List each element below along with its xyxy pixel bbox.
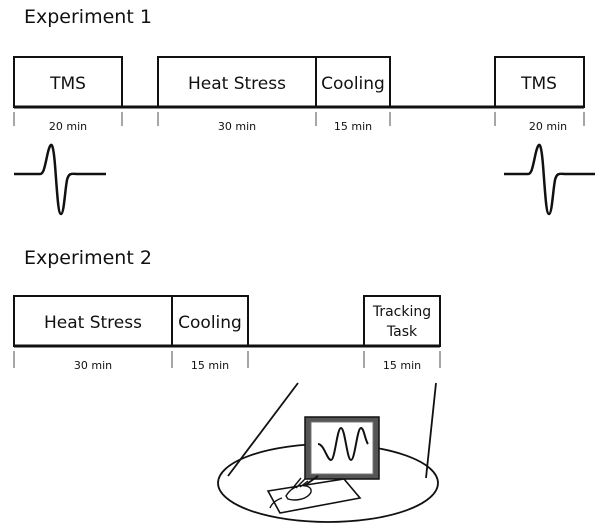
exp1-block-heat-stress-label: Heat Stress — [188, 74, 286, 94]
exp1-duration-tms-2: 20 min — [529, 120, 567, 133]
exp2-block-tracking-task: Tracking Task — [363, 295, 441, 347]
exp2-block-tracking-task-label-line2: Task — [386, 324, 418, 340]
experiment-2-title: Experiment 2 — [24, 247, 152, 269]
exp2-block-cooling: Cooling — [171, 295, 249, 347]
exp2-block-heat-stress: Heat Stress — [13, 295, 173, 347]
exp2-block-cooling-label: Cooling — [178, 313, 242, 333]
exp1-block-heat-stress: Heat Stress — [157, 56, 317, 108]
mep-waveform-icon-right — [504, 143, 595, 216]
exp1-block-tms-1: TMS — [13, 56, 123, 108]
monitor-icon — [304, 416, 380, 486]
hand-with-pen-icon — [269, 475, 319, 509]
mep-waveform-icon-left — [14, 143, 106, 216]
experiment-1-title: Experiment 1 — [24, 6, 152, 28]
exp2-duration-brackets — [13, 351, 441, 368]
exp1-duration-heat-stress: 30 min — [218, 120, 256, 133]
exp1-block-tms-1-label: TMS — [49, 74, 86, 94]
drawing-tablet-icon — [266, 478, 362, 514]
exp2-duration-tracking-task: 15 min — [383, 359, 421, 372]
exp1-duration-brackets — [13, 112, 585, 126]
zoom-line-right — [425, 382, 437, 479]
exp1-block-tms-2-label: TMS — [520, 74, 557, 94]
exp1-block-tms-2: TMS — [494, 56, 585, 108]
exp1-block-cooling: Cooling — [315, 56, 391, 108]
exp2-duration-cooling: 15 min — [191, 359, 229, 372]
exp1-duration-cooling: 15 min — [334, 120, 372, 133]
tracking-waveform-icon — [317, 426, 369, 462]
exp2-block-tracking-task-label-line1: Tracking — [372, 304, 431, 320]
exp1-block-cooling-label: Cooling — [321, 74, 385, 94]
zoom-line-left — [227, 382, 299, 477]
exp2-duration-heat-stress: 30 min — [74, 359, 112, 372]
exp2-block-heat-stress-label: Heat Stress — [44, 313, 142, 333]
exp1-duration-tms-1: 20 min — [49, 120, 87, 133]
tracking-task-illustration — [217, 382, 439, 523]
